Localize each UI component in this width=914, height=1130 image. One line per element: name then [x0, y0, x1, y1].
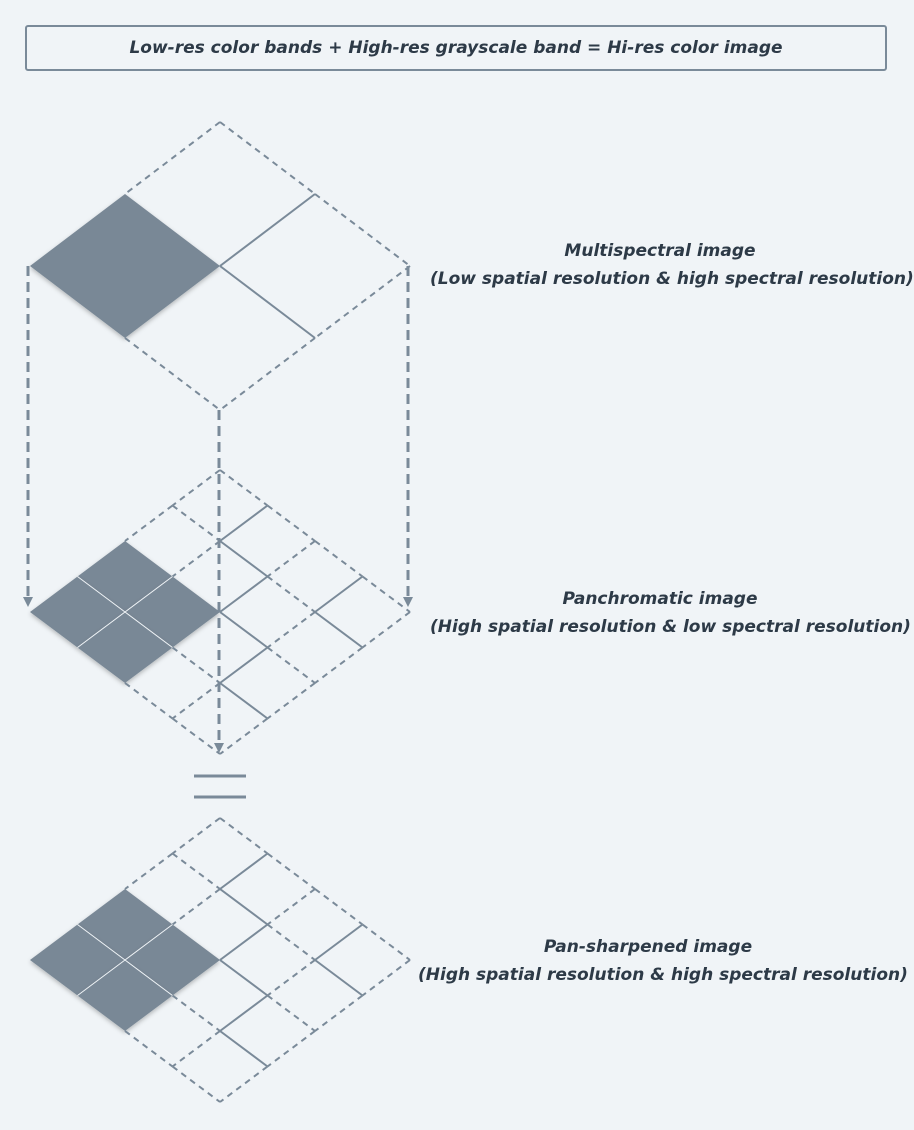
grid-line [266, 923, 316, 961]
grid-line [219, 852, 269, 890]
grid-border [219, 817, 269, 855]
grid-border [314, 994, 364, 1032]
grid-line [266, 540, 316, 578]
grid-border [314, 193, 411, 267]
grid-line [219, 1030, 269, 1068]
grid-border [124, 337, 221, 411]
grid-line [171, 504, 221, 542]
grid-border [361, 611, 411, 649]
projection-arrows [23, 266, 413, 753]
grid-line [171, 1030, 221, 1068]
grid-line [219, 959, 269, 997]
grid-line [314, 923, 364, 961]
grid-border [266, 504, 316, 542]
grid-border [314, 540, 364, 578]
grid-border [314, 646, 364, 684]
grid-line [266, 575, 316, 613]
grid-line [171, 540, 221, 578]
grid-line [171, 888, 221, 926]
grid-line [219, 994, 269, 1032]
grid-border [219, 337, 316, 411]
pan-sharpened-name: Pan-sharpened image [543, 937, 753, 957]
grid-border [266, 682, 316, 720]
grid-border [266, 1030, 316, 1068]
grid-border [124, 504, 174, 542]
pan-sharpened-caption: Pan-sharpened image (High spatial resolu… [418, 933, 908, 989]
grid-border [266, 852, 316, 890]
grid-border [361, 923, 411, 961]
cell-divider [77, 576, 126, 613]
multispectral-caption: Multispectral image (Low spatial resolut… [430, 237, 914, 293]
grid-line [266, 959, 316, 997]
grid-border [219, 469, 269, 507]
cell-divider [124, 924, 173, 961]
grid-line [219, 193, 316, 267]
grid-border [361, 575, 411, 613]
panchromatic-layer [30, 469, 411, 755]
grid-border [124, 682, 174, 720]
panchromatic-caption: Panchromatic image (High spatial resolut… [430, 585, 911, 641]
panchromatic-name: Panchromatic image [562, 589, 758, 609]
grid-line [219, 888, 269, 926]
pan-sharpened-layer [30, 817, 411, 1103]
cell-divider [124, 611, 173, 648]
grid-border [124, 852, 174, 890]
grid-line [219, 575, 269, 613]
grid-line [171, 682, 221, 720]
cell-divider [77, 924, 126, 961]
panchromatic-description: (High spatial resolution & low spectral … [430, 617, 911, 637]
grid-border [171, 717, 221, 755]
grid-border [171, 817, 221, 855]
grid-line [314, 959, 364, 997]
filled-cell [30, 194, 220, 338]
cell-divider [124, 576, 173, 613]
grid-line [219, 611, 269, 649]
grid-border [314, 265, 411, 339]
grid-border [314, 888, 364, 926]
multispectral-name: Multispectral image [564, 241, 756, 261]
cell-divider [124, 959, 173, 996]
grid-border [219, 717, 269, 755]
cell-divider [77, 611, 126, 648]
grid-border [171, 469, 221, 507]
grid-line [314, 575, 364, 613]
grid-border [219, 121, 316, 195]
grid-line [314, 611, 364, 649]
grid-line [266, 611, 316, 649]
grid-border [124, 121, 221, 195]
multispectral-description: (Low spatial resolution & high spectral … [430, 269, 914, 289]
pan-sharpened-description: (High spatial resolution & high spectral… [418, 965, 908, 985]
cell-divider [77, 959, 126, 996]
equals-icon [194, 774, 246, 799]
grid-line [219, 265, 316, 339]
grid-line [219, 923, 269, 961]
grid-line [219, 682, 269, 720]
grid-line [219, 646, 269, 684]
grid-line [219, 540, 269, 578]
grid-line [171, 994, 221, 1032]
grid-border [171, 1065, 221, 1103]
grid-line [266, 888, 316, 926]
grid-line [171, 852, 221, 890]
grid-line [219, 504, 269, 542]
grid-border [361, 959, 411, 997]
diagram-title: Low-res color bands + High-res grayscale… [25, 25, 887, 71]
grid-line [266, 994, 316, 1032]
grid-line [266, 646, 316, 684]
grid-border [219, 1065, 269, 1103]
multispectral-layer [30, 121, 411, 411]
grid-line [171, 646, 221, 684]
grid-border [124, 1030, 174, 1068]
